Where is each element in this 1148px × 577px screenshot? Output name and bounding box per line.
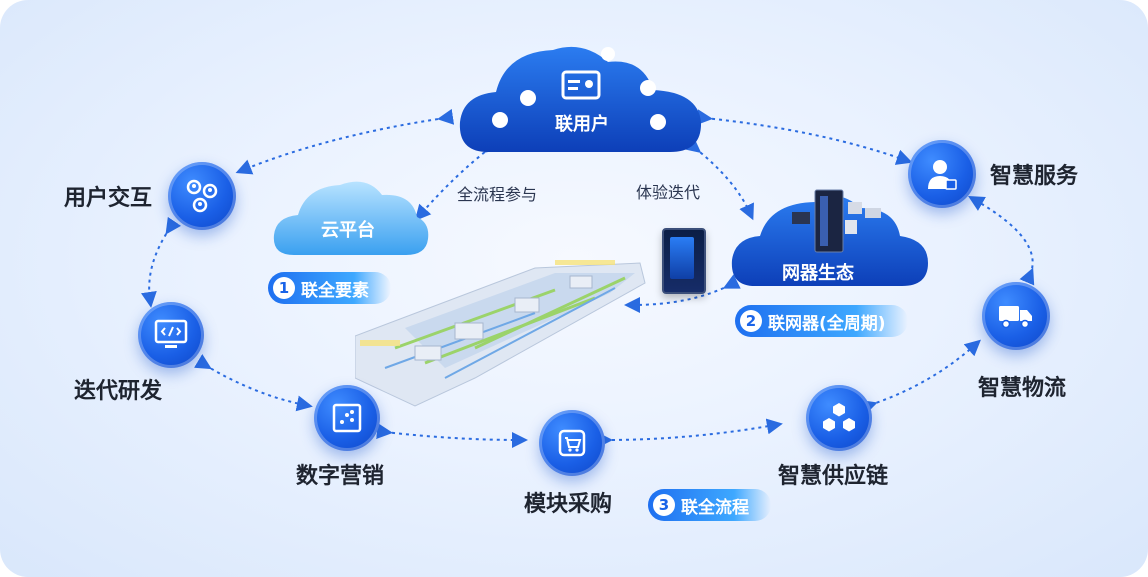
tag-all-elements: 1 联全要素 <box>268 272 391 304</box>
link-rd-marketing <box>194 354 313 412</box>
iterative-rd-label: 迭代研发 <box>74 379 163 404</box>
tag-text: 联全要素 <box>301 280 369 301</box>
flow-label-full-participation: 全流程参与 <box>457 185 538 204</box>
link-users-cloudplatform <box>414 136 502 222</box>
smart-supply-chain-label: 智慧供应链 <box>778 464 889 489</box>
link-supply-logistics <box>859 339 981 416</box>
iterative-rd-node <box>138 302 204 368</box>
user-network-icon <box>186 179 218 213</box>
smart-fridge-device <box>662 228 706 294</box>
cube-network-icon <box>823 403 855 432</box>
device-eco-cloud <box>731 189 928 286</box>
factory-3d-illustration <box>355 260 646 407</box>
link-users-interaction <box>235 108 455 175</box>
tag-text: 联网器(全周期) <box>768 313 886 334</box>
digital-marketing-node <box>314 385 380 451</box>
chart-board-icon <box>332 403 362 433</box>
tag-text: 联全流程 <box>681 497 749 518</box>
tag-connected-devices: 2 联网器(全周期) <box>735 305 908 337</box>
appliance-icons <box>792 189 881 253</box>
smart-service-node <box>908 140 976 208</box>
users-cloud <box>459 46 702 152</box>
digital-marketing-label: 数字营销 <box>296 464 385 489</box>
cloud-platform-label: 云平台 <box>321 220 375 241</box>
smart-logistics-label: 智慧物流 <box>978 376 1067 401</box>
device-eco-label: 网器生态 <box>782 263 854 284</box>
link-deviceeco-factory <box>624 274 741 313</box>
service-agent-icon <box>928 160 957 190</box>
users-cloud-label: 联用户 <box>555 114 609 135</box>
monitor-code-icon <box>154 319 188 348</box>
smart-logistics-node <box>982 282 1050 350</box>
link-procurement-supply <box>596 418 783 449</box>
link-marketing-procurement <box>376 423 528 448</box>
module-procurement-node <box>539 410 605 476</box>
module-procurement-label: 模块采购 <box>524 492 613 517</box>
flow-label-experience-iteration: 体验迭代 <box>636 183 701 202</box>
tag-full-process: 3 联全流程 <box>648 489 771 521</box>
link-logistics-service <box>968 196 1035 286</box>
link-users-deviceeco <box>683 136 754 221</box>
user-interaction-node <box>168 162 236 230</box>
user-avatar-icons <box>492 47 666 130</box>
shopping-cart-icon <box>558 429 586 457</box>
link-interaction-rd <box>140 216 182 308</box>
smart-supply-chain-node <box>806 385 872 451</box>
cloud-platform-cloud <box>273 181 429 255</box>
user-interaction-label: 用户交互 <box>64 186 153 211</box>
link-users-service <box>696 109 913 165</box>
tag-number: 1 <box>273 277 295 299</box>
profile-card-icon <box>561 70 601 100</box>
tag-number: 3 <box>653 494 675 516</box>
truck-icon <box>999 306 1032 329</box>
tag-number: 2 <box>740 310 762 332</box>
smart-service-label: 智慧服务 <box>990 164 1079 189</box>
